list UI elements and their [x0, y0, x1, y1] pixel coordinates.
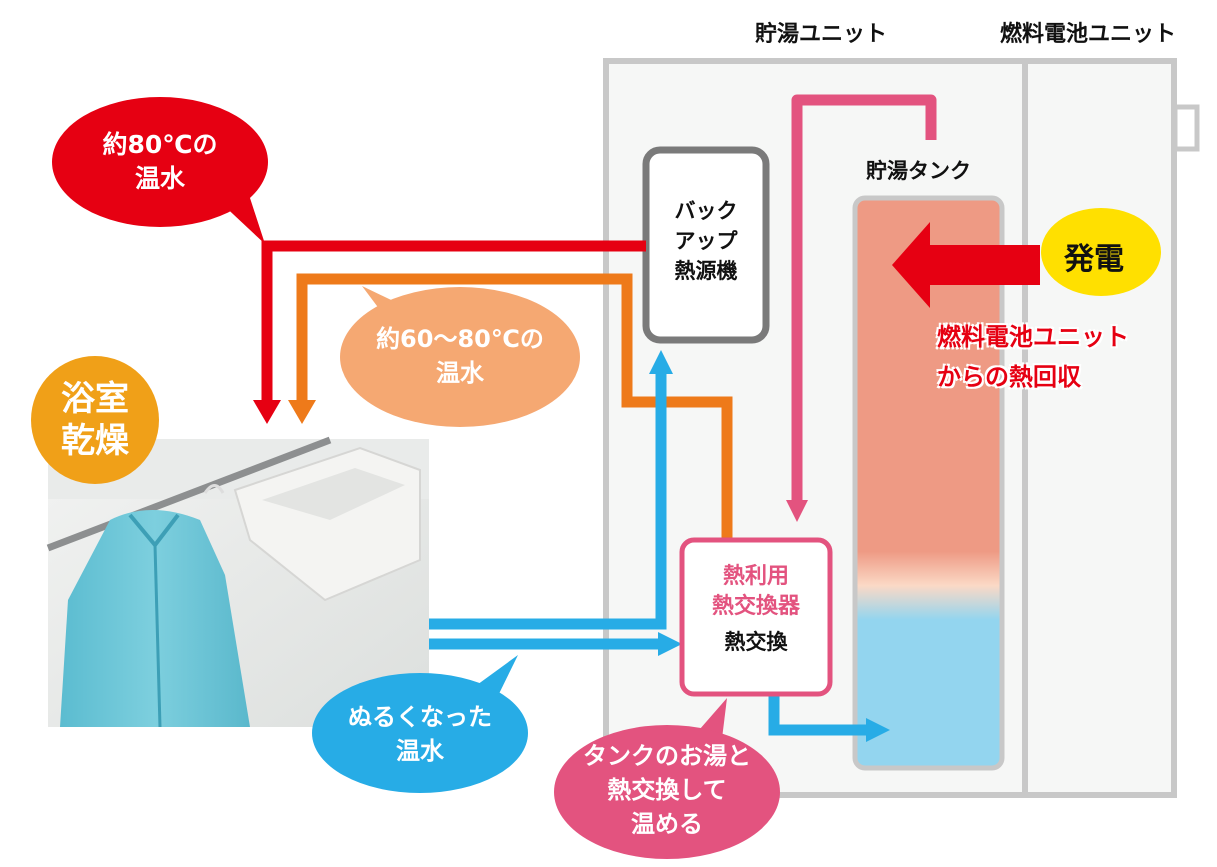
backup-heater-label: バック アップ 熱源機	[650, 196, 762, 286]
heat-exchanger-line3: 熱交換	[724, 630, 788, 654]
bathroom-photo	[46, 436, 429, 728]
bubble-80c-line2: 温水	[134, 164, 185, 193]
backup-heater-line2: アップ	[674, 229, 738, 253]
hot-water-tank	[852, 195, 1005, 771]
bubble-60-80c-line1: 約60～80℃の	[376, 325, 544, 353]
bathroom-line1: 浴室	[61, 379, 129, 419]
heat-recovery-line1: 燃料電池ユニット	[937, 323, 1129, 351]
bubble-tank-line3: 温める	[631, 810, 703, 838]
backup-heater-line3: 熱源機	[674, 259, 738, 283]
heat-recovery-line2: からの熱回収	[937, 363, 1081, 391]
bubble-tank-line1: タンクのお湯と	[583, 742, 751, 770]
fuel-cell-unit-label: 燃料電池ユニット	[1000, 22, 1177, 47]
bubble-80c-text: 約80℃の 温水	[52, 128, 268, 196]
heat-exchanger-box	[679, 537, 833, 697]
red-hot-water-line	[253, 240, 646, 424]
bubble-cool-water-text: ぬるくなった 温水	[312, 700, 528, 768]
bubble-60-80c-line2: 温水	[436, 359, 484, 387]
bathroom-badge	[31, 356, 159, 484]
heat-exchanger-label: 熱利用 熱交換器 熱交換	[684, 562, 828, 662]
pink-circulation-line	[786, 94, 937, 522]
bubble-cool-water	[312, 655, 528, 793]
hot-water-unit-label: 貯湯ユニット	[755, 22, 888, 47]
heat-exchanger-line1: 熱利用	[722, 564, 789, 589]
bubble-60-80c	[340, 286, 580, 427]
blue-cool-water-lines	[428, 350, 890, 742]
heat-recovery-note: 燃料電池ユニット からの熱回収	[937, 317, 1129, 397]
bubble-80c	[52, 97, 268, 244]
bubble-80c-line1: 約80℃の	[102, 130, 218, 159]
backup-heater-line1: バック	[674, 199, 738, 223]
bubble-tank-exchange-text: タンクのお湯と 熱交換して 温める	[554, 739, 780, 841]
bubble-tank-exchange	[554, 698, 780, 859]
bubble-60-80c-text: 約60～80℃の 温水	[340, 322, 580, 390]
power-badge	[1041, 208, 1161, 296]
bubble-tank-line2: 熱交換して	[607, 776, 727, 804]
bathroom-dry-label: 浴室 乾燥	[31, 378, 159, 462]
bubble-cool-line2: 温水	[396, 737, 444, 765]
bathroom-line2: 乾燥	[61, 421, 129, 461]
power-badge-label: 発電	[1064, 242, 1124, 277]
power-arrow	[892, 222, 1040, 308]
orange-warm-water-line	[288, 273, 733, 540]
bubble-cool-line1: ぬるくなった	[348, 703, 492, 731]
tank-label: 貯湯タンク	[866, 159, 971, 183]
heat-exchanger-line2: 熱交換器	[711, 594, 800, 619]
